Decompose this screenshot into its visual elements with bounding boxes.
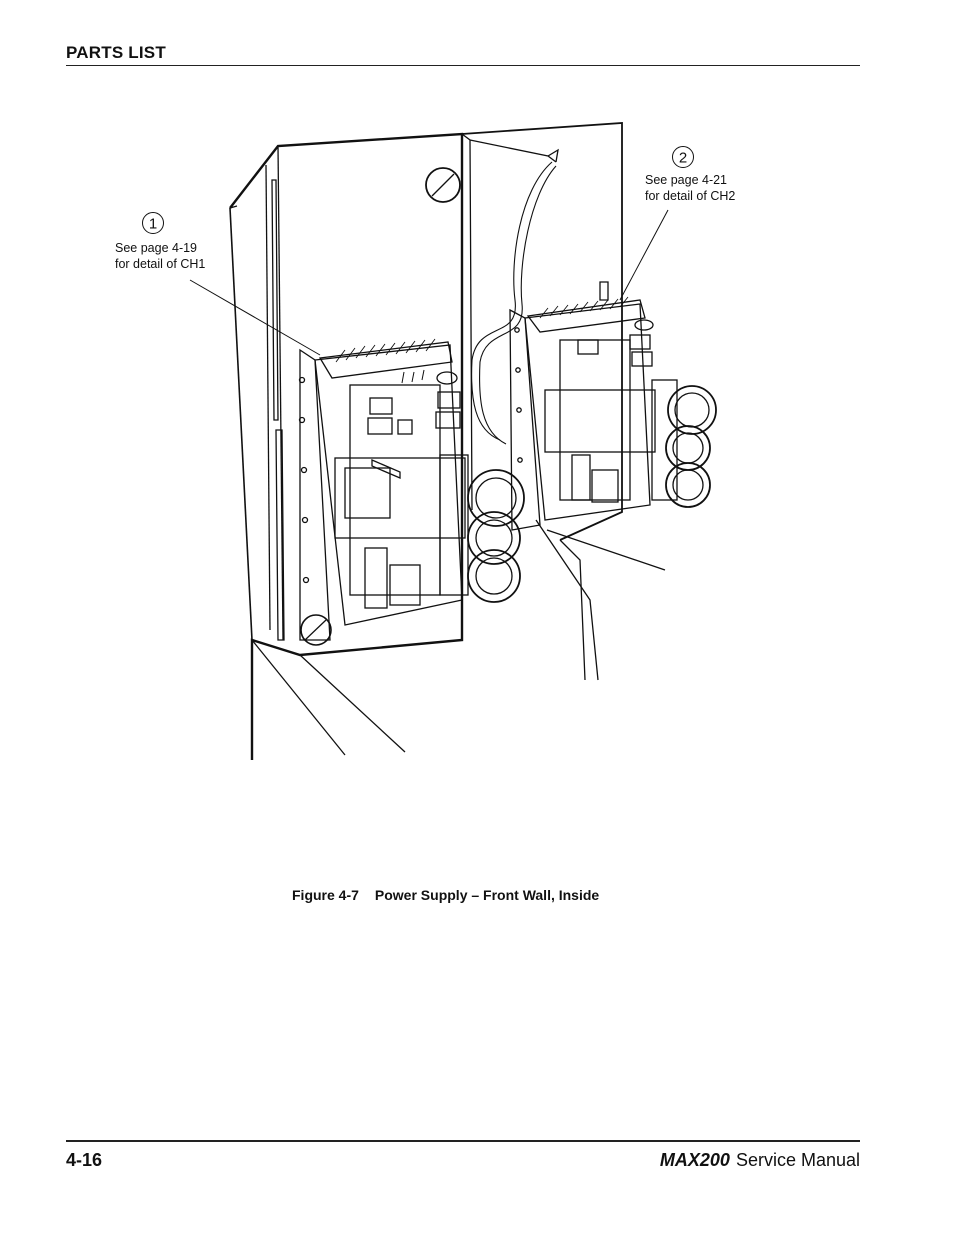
page-number: 4-16 — [66, 1150, 103, 1170]
callout-1-line1: See page 4-19 — [115, 241, 197, 255]
cable-harness — [471, 161, 557, 445]
product-name: MAX200 — [659, 1150, 730, 1170]
callout-2-number: 2 — [679, 150, 687, 167]
header-rule — [66, 65, 860, 66]
cabinet-outline — [229, 132, 464, 760]
ch2-module — [509, 281, 717, 531]
callout-1-leader — [189, 279, 321, 356]
figure-caption-text: Power Supply – Front Wall, Inside — [374, 887, 600, 903]
divider-panel — [461, 122, 666, 681]
callout-1: 1 See page 4-19 for detail of CH1 — [115, 212, 321, 356]
knockout-fittings — [300, 167, 461, 646]
section-title: PARTS LIST — [66, 43, 166, 62]
footer-rule — [66, 1140, 860, 1142]
callout-1-circle — [142, 212, 164, 234]
callout-2: 2 See page 4-21 for detail of CH2 — [619, 146, 735, 301]
callout-2-circle — [672, 146, 694, 168]
callout-2-line1: See page 4-21 — [645, 173, 727, 187]
callout-2-leader — [619, 209, 669, 301]
manual-name: Service Manual — [735, 1150, 860, 1170]
figure-caption: Figure 4-7 Power Supply – Front Wall, Ins… — [292, 887, 599, 903]
ch1-module — [271, 179, 525, 641]
callout-2-line2: for detail of CH2 — [645, 189, 735, 203]
callout-1-line2: for detail of CH1 — [115, 257, 205, 271]
figure-label: Figure 4-7 — [292, 887, 359, 903]
callout-1-number: 1 — [149, 216, 157, 233]
